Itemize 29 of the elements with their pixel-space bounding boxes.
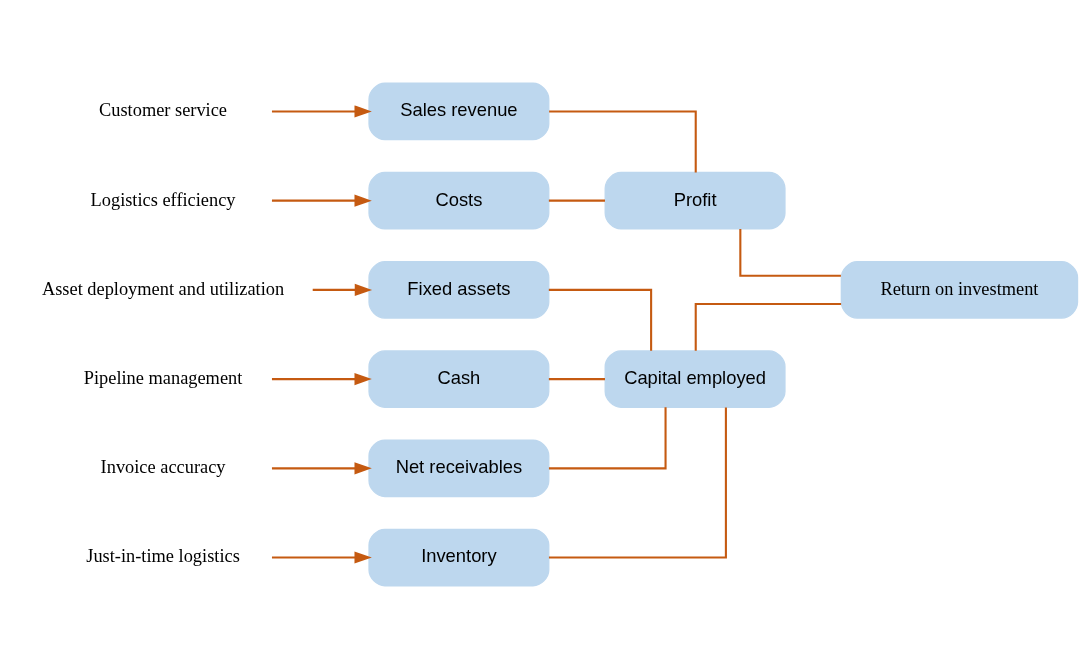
node-box: Sales revenue xyxy=(368,82,550,140)
node-text: Asset deployment and utilization xyxy=(41,278,285,299)
arrow xyxy=(271,372,372,385)
arrow xyxy=(271,104,372,118)
node-text: Customer service xyxy=(99,99,228,120)
connector xyxy=(549,109,697,172)
connector xyxy=(548,406,667,469)
node-text: Pipeline management xyxy=(83,367,243,388)
connector xyxy=(548,377,605,380)
node-text: Logistics efficiency xyxy=(90,189,236,210)
connector xyxy=(548,406,727,559)
arrow xyxy=(271,461,372,474)
connector xyxy=(548,199,605,202)
node-text: Just-in-time logistics xyxy=(86,545,240,566)
node-box: Net receivables xyxy=(368,438,550,497)
connector xyxy=(739,228,841,277)
node-box: Capital employed xyxy=(604,349,786,408)
node-box: Costs xyxy=(368,171,550,230)
arrow xyxy=(271,194,372,207)
node-box: Return on investment xyxy=(840,260,1079,319)
arrow xyxy=(271,550,372,564)
node-box: Fixed assets xyxy=(368,260,550,319)
node-text: Invoice accuracy xyxy=(100,456,226,477)
arrow xyxy=(312,283,373,296)
connector xyxy=(694,302,842,351)
node-box: Inventory xyxy=(368,528,550,586)
node-box: Profit xyxy=(604,171,786,230)
node-box: Cash xyxy=(368,349,550,408)
connector xyxy=(548,288,653,351)
